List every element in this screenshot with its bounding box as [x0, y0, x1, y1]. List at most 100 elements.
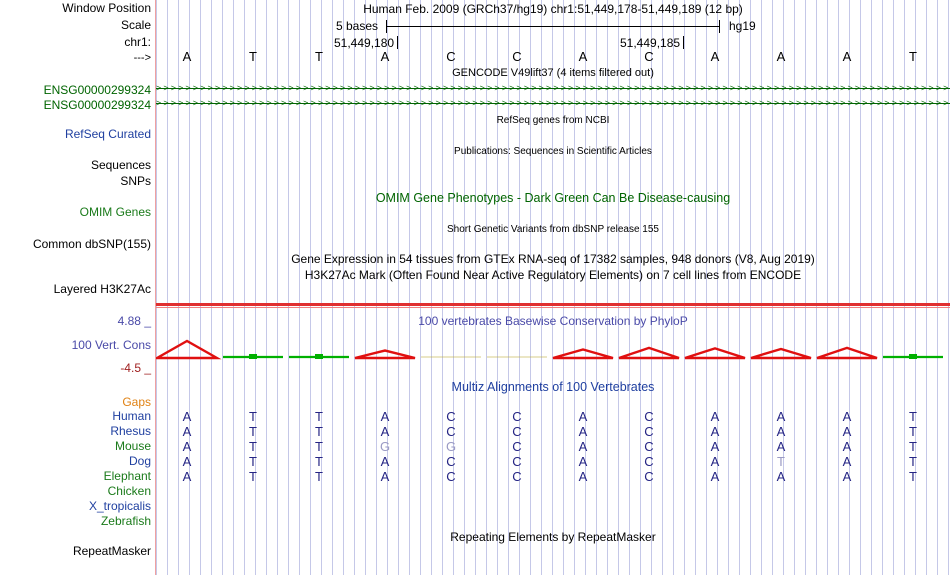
- coordinate-tick-mark-0: [397, 36, 398, 49]
- alignment-base: T: [909, 409, 917, 424]
- coordinate-tick-label-0: 51,449,180: [334, 36, 395, 50]
- h3k27ac-separator-line: [156, 307, 950, 308]
- alignment-base: C: [446, 454, 456, 469]
- alignment-base: T: [315, 469, 323, 484]
- repeatmasker-label[interactable]: RepeatMasker: [72, 544, 151, 558]
- conservation-svg: [152, 339, 943, 360]
- alignment-base: A: [842, 439, 852, 454]
- scale-bar-tick-right: [719, 20, 720, 33]
- alignment-base: T: [909, 424, 917, 439]
- alignment-base: C: [446, 469, 456, 484]
- alignment-base: C: [644, 424, 654, 439]
- alignment-base: A: [776, 424, 786, 439]
- alignment-base: A: [710, 424, 720, 439]
- alignment-base: A: [578, 469, 588, 484]
- left-panel-border: [155, 0, 156, 575]
- left-label-column: Window Position Scale chr1: ---> ENSG000…: [0, 0, 155, 575]
- alignment-base: A: [578, 424, 588, 439]
- scale-bar-value: 5 bases: [336, 19, 379, 33]
- alignment-base: A: [380, 454, 390, 469]
- alignment-base: T: [249, 454, 257, 469]
- species-label-chicken[interactable]: Chicken: [107, 484, 151, 498]
- alignment-base: T: [909, 439, 917, 454]
- reference-base: T: [249, 49, 257, 64]
- omim-center-title: OMIM Gene Phenotypes - Dark Green Can Be…: [375, 191, 731, 205]
- alignment-base: T: [315, 454, 323, 469]
- h3k27ac-separator-bar: [156, 303, 950, 306]
- species-label-rhesus[interactable]: Rhesus: [110, 424, 151, 438]
- alignment-base: A: [182, 439, 192, 454]
- alignment-base: A: [182, 454, 192, 469]
- coordinate-tick-mark-1: [683, 36, 684, 49]
- reference-base: C: [446, 49, 456, 64]
- species-label-zebrafish[interactable]: Zebrafish: [100, 514, 151, 528]
- publications-center-title: Publications: Sequences in Scientific Ar…: [454, 146, 652, 157]
- alignment-base: C: [512, 469, 522, 484]
- scale-bar-assembly: hg19: [729, 19, 756, 33]
- species-label-human[interactable]: Human: [112, 409, 151, 423]
- alignment-base: A: [578, 409, 588, 424]
- coordinate-tick-label-1: 51,449,185: [620, 36, 681, 50]
- alignment-row[interactable]: [0, 514, 950, 529]
- gene-strand-arrows: >>>>>>>>>>>>>>>>>>>>>>>>>>>>>>>>>>>>>>>>…: [156, 83, 950, 93]
- gencode-center-title: GENCODE V49lift37 (4 items filtered out): [452, 67, 654, 79]
- common-dbsnp-label[interactable]: Common dbSNP(155): [32, 237, 151, 251]
- alignment-base: C: [512, 424, 522, 439]
- assembly-position-text: Human Feb. 2009 (GRCh37/hg19) chr1:51,44…: [363, 2, 743, 16]
- gaps-label: Gaps: [122, 395, 151, 409]
- alignment-base: A: [710, 469, 720, 484]
- gencode-item-1-label[interactable]: ENSG00000299324: [43, 83, 151, 97]
- alignment-base: T: [909, 454, 917, 469]
- alignment-base: T: [315, 439, 323, 454]
- alignment-base: A: [710, 409, 720, 424]
- alignment-base: A: [578, 439, 588, 454]
- sequences-label[interactable]: Sequences: [90, 158, 151, 172]
- window-position-label: Window Position: [62, 1, 151, 15]
- species-label-x-tropicalis[interactable]: X_tropicalis: [88, 499, 151, 513]
- alignment-base: C: [512, 439, 522, 454]
- alignment-base: T: [315, 409, 323, 424]
- conservation-bar: [816, 346, 878, 360]
- reference-base: T: [315, 49, 323, 64]
- reference-base: A: [842, 49, 852, 64]
- species-label-dog[interactable]: Dog: [128, 454, 151, 468]
- dbsnp-center-title: Short Genetic Variants from dbSNP releas…: [447, 224, 659, 235]
- refseq-curated-label[interactable]: RefSeq Curated: [64, 127, 151, 141]
- reference-base: A: [710, 49, 720, 64]
- alignment-base: A: [776, 409, 786, 424]
- gencode-transcript-row-2[interactable]: >>>>>>>>>>>>>>>>>>>>>>>>>>>>>>>>>>>>>>>>…: [156, 98, 950, 109]
- gtex-center-title: Gene Expression in 54 tissues from GTEx …: [291, 252, 815, 266]
- alignment-base: C: [446, 409, 456, 424]
- alignment-row[interactable]: [0, 499, 950, 514]
- omim-genes-label[interactable]: OMIM Genes: [79, 205, 151, 219]
- alignment-base: T: [909, 469, 917, 484]
- layered-h3k27ac-label[interactable]: Layered H3K27Ac: [53, 282, 151, 296]
- alignment-base: T: [315, 424, 323, 439]
- alignment-base: A: [182, 424, 192, 439]
- chrom-label: chr1:: [124, 35, 151, 49]
- species-label-mouse[interactable]: Mouse: [114, 439, 151, 453]
- strand-label: --->: [133, 52, 151, 64]
- alignment-base: C: [644, 469, 654, 484]
- alignment-row[interactable]: [0, 484, 950, 499]
- snps-label[interactable]: SNPs: [120, 174, 151, 188]
- conservation-bar: [152, 339, 222, 360]
- alignment-base: A: [182, 409, 192, 424]
- species-label-elephant[interactable]: Elephant: [103, 469, 151, 483]
- alignment-base: C: [644, 439, 654, 454]
- conservation-axis-max: 4.88 _: [117, 314, 151, 328]
- gencode-item-2-label[interactable]: ENSG00000299324: [43, 98, 151, 112]
- alignment-base: C: [644, 454, 654, 469]
- alignment-base: A: [776, 439, 786, 454]
- conservation-bar: [552, 348, 614, 360]
- gencode-transcript-row-1[interactable]: >>>>>>>>>>>>>>>>>>>>>>>>>>>>>>>>>>>>>>>>…: [156, 83, 950, 94]
- conservation-wiggle-plot[interactable]: [152, 330, 950, 364]
- conservation-track-label[interactable]: 100 Vert. Cons: [71, 338, 151, 352]
